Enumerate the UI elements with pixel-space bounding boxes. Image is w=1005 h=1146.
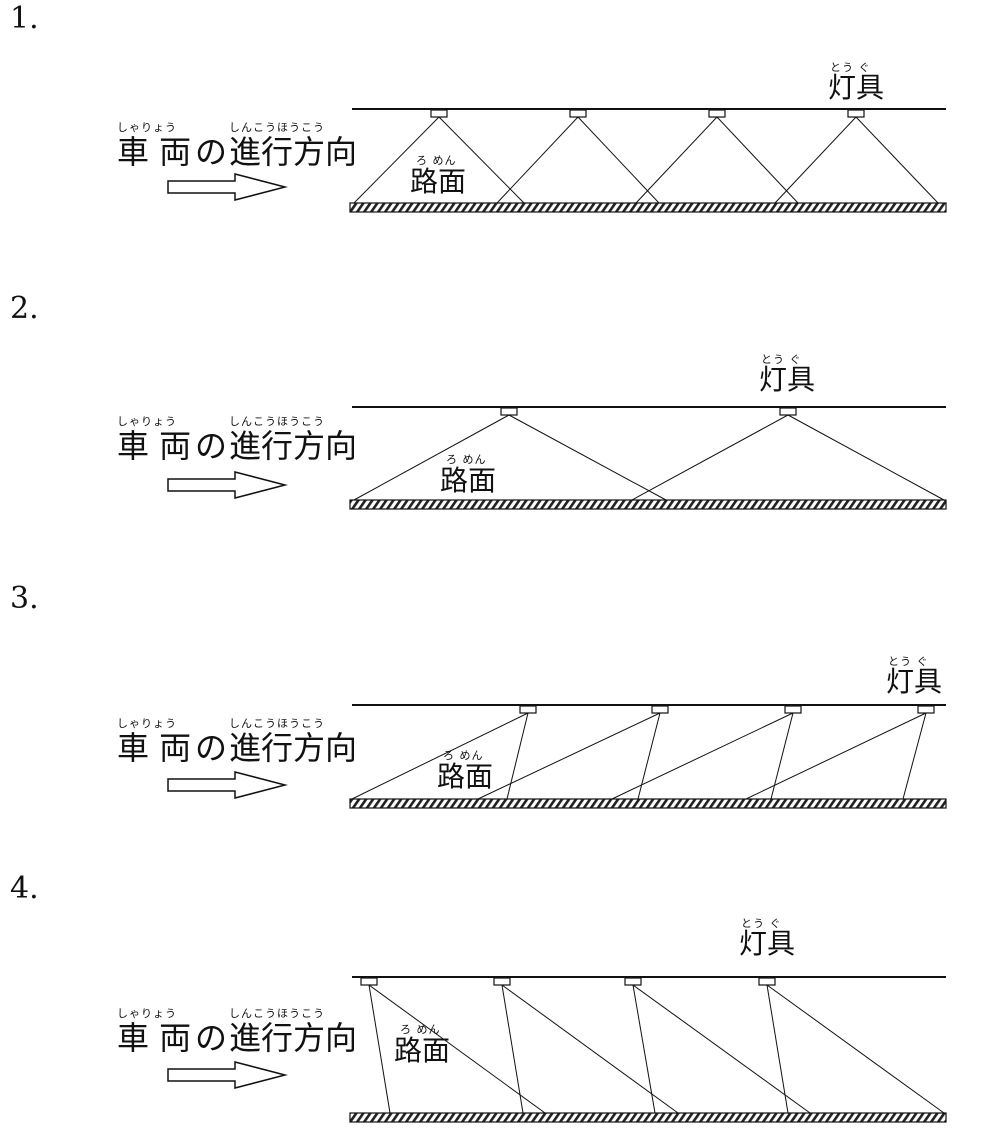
ruby-shinkou: しんこうほうこう — [229, 717, 325, 730]
diagram-4 — [167, 976, 947, 1123]
text-sharyou: 車 両 — [117, 729, 192, 767]
option-number: 2. — [10, 291, 39, 326]
ruby-sharyou: しゃりょう — [117, 121, 177, 134]
diagram-2 — [167, 406, 947, 510]
text-sharyou: 車 両 — [117, 1019, 192, 1057]
light-rays — [353, 116, 939, 204]
diagram-1 — [167, 108, 947, 213]
ruby-romen: ろ めん — [443, 749, 484, 762]
lamp-fixtures — [360, 977, 776, 986]
text-tougu: 灯具 — [886, 665, 943, 698]
text-romen: 路面 — [440, 464, 497, 497]
light-rays — [353, 414, 945, 501]
light-rays — [351, 712, 927, 800]
text-no: の — [195, 729, 228, 767]
ruby-sharyou: しゃりょう — [117, 415, 177, 428]
option-number: 4. — [10, 871, 39, 906]
option-number: 3. — [10, 581, 39, 616]
text-romen: 路面 — [394, 1034, 451, 1067]
text-no: の — [195, 133, 228, 171]
text-sharyou: 車 両 — [117, 133, 192, 171]
text-tougu: 灯具 — [828, 71, 885, 104]
text-shinkou: 進行方向 — [229, 133, 358, 171]
road-surface — [349, 798, 947, 809]
direction-arrow — [167, 173, 288, 201]
direction-arrow — [167, 771, 288, 799]
ruby-tougu: とう ぐ — [741, 917, 782, 930]
text-romen: 路面 — [410, 165, 467, 198]
option-number: 1. — [10, 1, 39, 36]
text-shinkou: 進行方向 — [229, 729, 358, 767]
road-surface — [349, 202, 947, 213]
text-shinkou: 進行方向 — [229, 1019, 358, 1057]
light-rays — [368, 984, 945, 1114]
direction-arrow — [167, 1061, 288, 1089]
ruby-shinkou: しんこうほうこう — [229, 121, 325, 134]
ruby-shinkou: しんこうほうこう — [229, 1007, 325, 1020]
ruby-tougu: とう ぐ — [888, 655, 929, 668]
road-surface — [349, 499, 947, 510]
ruby-tougu: とう ぐ — [830, 61, 871, 74]
text-sharyou: 車 両 — [117, 427, 192, 465]
lamp-fixtures — [519, 705, 935, 714]
lamp-fixtures — [500, 407, 797, 416]
road-surface — [349, 1112, 947, 1123]
ruby-tougu: とう ぐ — [761, 353, 802, 366]
lamp-fixtures — [430, 109, 865, 118]
ruby-romen: ろ めん — [446, 453, 487, 466]
ruby-romen: ろ めん — [416, 154, 457, 167]
ruby-sharyou: しゃりょう — [117, 1007, 177, 1020]
ruby-romen: ろ めん — [400, 1023, 441, 1036]
text-no: の — [195, 1019, 228, 1057]
diagram-3 — [167, 704, 947, 809]
text-tougu: 灯具 — [739, 927, 796, 960]
ruby-shinkou: しんこうほうこう — [229, 415, 325, 428]
text-shinkou: 進行方向 — [229, 427, 358, 465]
direction-arrow — [167, 471, 288, 499]
text-tougu: 灯具 — [759, 363, 816, 396]
ruby-sharyou: しゃりょう — [117, 717, 177, 730]
text-romen: 路面 — [437, 760, 494, 793]
text-no: の — [195, 427, 228, 465]
